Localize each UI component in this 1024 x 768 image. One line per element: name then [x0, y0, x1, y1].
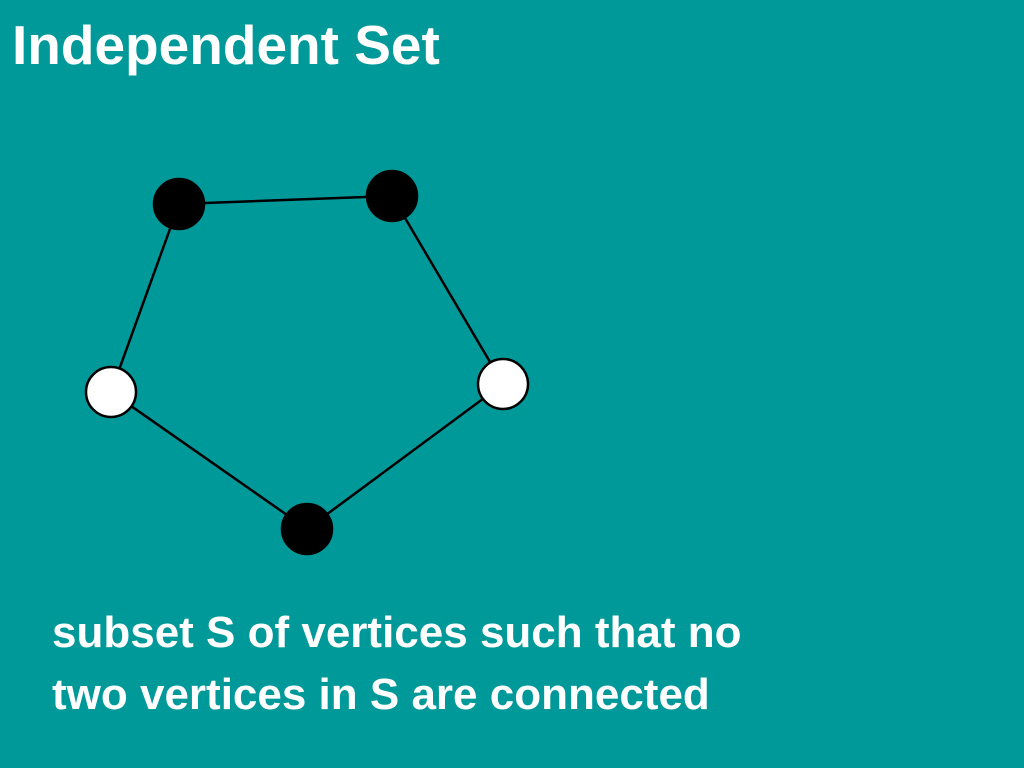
vertex-v2-in-set — [365, 169, 419, 223]
edge-v5-v1 — [109, 203, 181, 393]
vertex-v1-in-set — [152, 177, 206, 231]
caption-line-2: two vertices in S are connected — [52, 670, 710, 719]
graph-vertices — [84, 169, 530, 556]
vertex-v4-in-set — [280, 502, 334, 556]
vertex-v3-not-in-set — [476, 357, 530, 411]
edge-v1-v2 — [178, 194, 393, 206]
edge-v4-v5 — [110, 390, 308, 531]
slide-title: Independent Set — [12, 14, 440, 76]
vertex-v5-not-in-set — [84, 365, 138, 419]
caption-line-1: subset S of vertices such that no — [52, 608, 742, 657]
edge-v2-v3 — [390, 195, 505, 385]
pentagon-graph — [84, 169, 530, 556]
graph-edges — [109, 194, 505, 531]
slide-caption: subset S of vertices such that no two ve… — [52, 602, 952, 726]
edge-v3-v4 — [306, 382, 504, 531]
